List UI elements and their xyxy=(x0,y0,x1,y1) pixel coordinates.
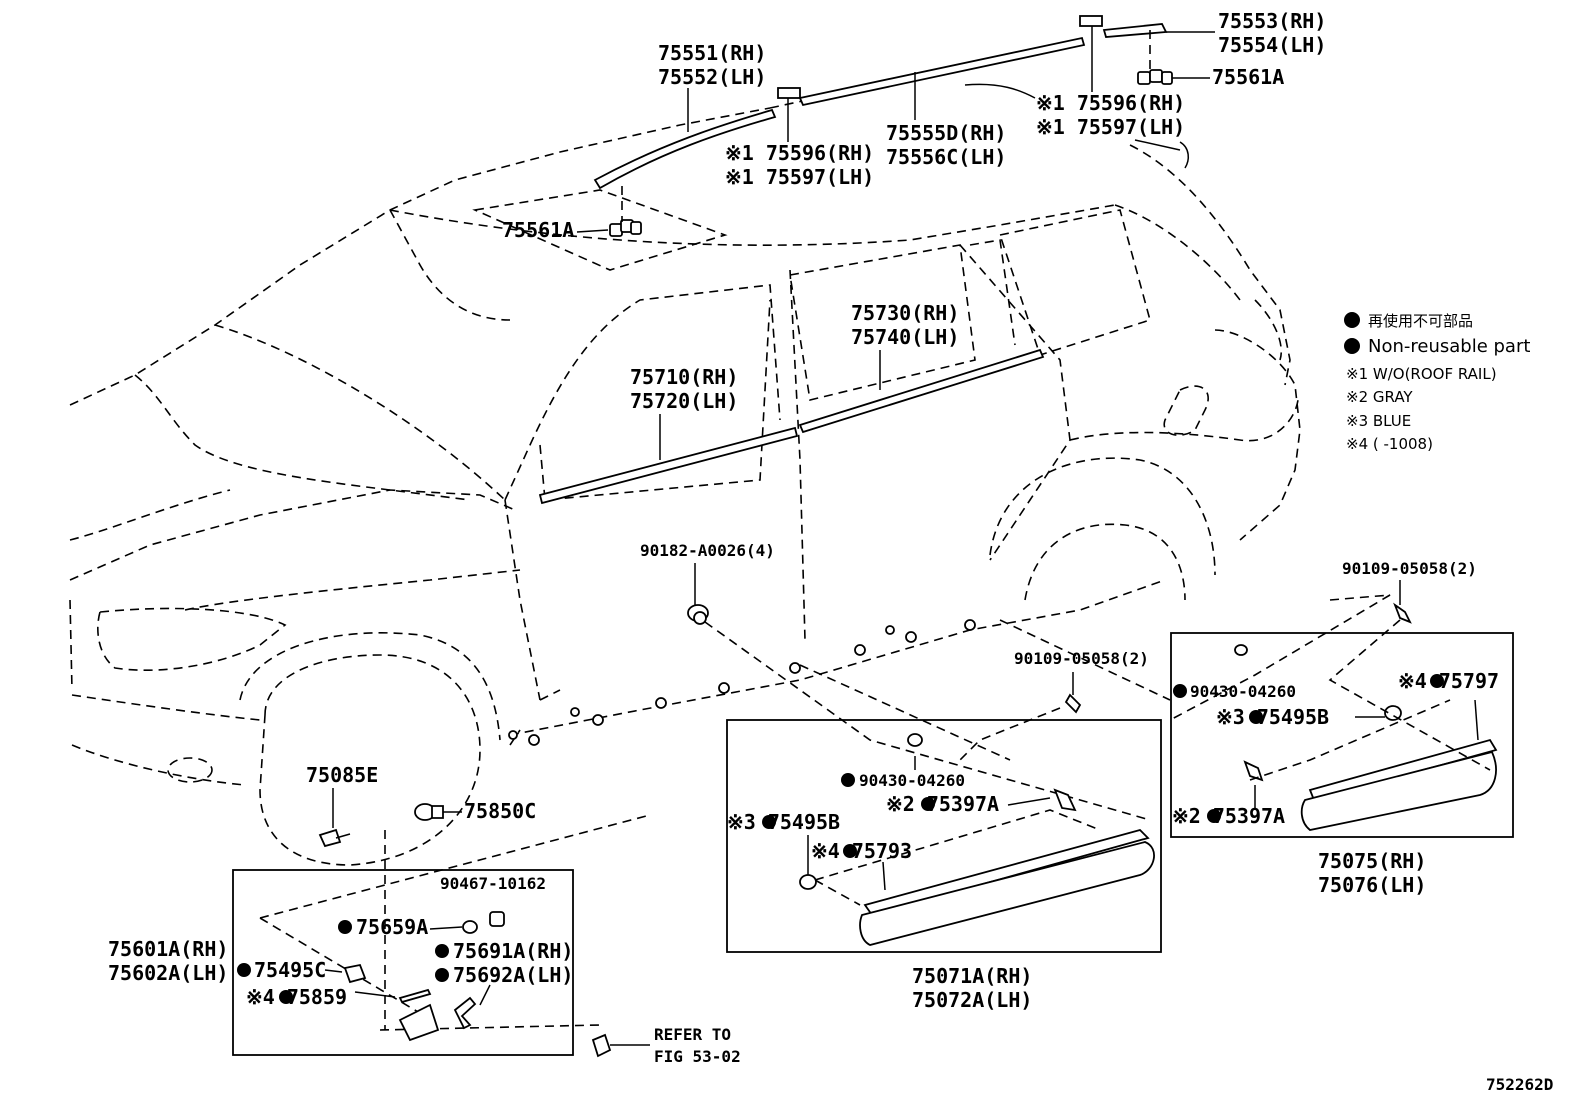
fender-bracket-icon xyxy=(453,996,477,1030)
fender-pad-icon xyxy=(398,988,432,1004)
label-pad-mid: ※4 75793 xyxy=(811,839,912,863)
screw-rear-icon xyxy=(1393,602,1412,624)
label-roof-molding-rear-lh: 75554(LH) xyxy=(1218,33,1326,57)
label-rocker-front-lh: 75072A(LH) xyxy=(912,988,1032,1012)
clip-blue-mid-icon xyxy=(799,874,817,890)
legend-note-1: ※1 W/O(ROOF RAIL) xyxy=(1346,365,1497,383)
label-fender-clip: 75850C xyxy=(464,799,536,823)
label-fender-pad: ※4 75859 xyxy=(246,985,347,1009)
fender-seal-icon xyxy=(462,920,478,934)
screw-90182-icon xyxy=(687,604,709,625)
roof-clip-front-icon xyxy=(609,219,642,237)
label-rocker-rear-rh: 75075(RH) xyxy=(1318,849,1426,873)
label-front-door-belt-lh: 75720(LH) xyxy=(630,389,738,413)
label-refer-1: REFER TO xyxy=(654,1025,731,1044)
rocker-clip-holes xyxy=(508,619,976,746)
fender-clip-bolt-icon xyxy=(318,828,351,848)
label-screw-rocker: 90182-A0026(4) xyxy=(640,541,775,560)
label-roof-molding-center-rh: 75555D(RH) xyxy=(886,121,1006,145)
legend-non-reusable-en: Non-reusable part xyxy=(1368,336,1530,357)
label-washer-mid: 90430-04260 xyxy=(859,771,965,790)
fender-box xyxy=(232,869,574,1056)
label-clip-gray-rear: ※2 75397A xyxy=(1172,804,1285,828)
label-clip-blue-mid: ※3 75495B xyxy=(727,810,840,834)
label-roof-molding-center-lh: 75556C(LH) xyxy=(886,145,1006,169)
fender-piece-icon xyxy=(398,1003,440,1042)
rocker-rear-box xyxy=(1170,632,1514,838)
label-roof-cover-rear-1: ※1 75596(RH) xyxy=(1036,91,1185,115)
callout-labels: 75551(RH) 75552(LH) 75553(RH) 75554(LH) … xyxy=(108,9,1553,1094)
roof-cover-rear xyxy=(1079,15,1103,27)
roof-molding-rear xyxy=(1102,23,1168,38)
fender-nut-icon xyxy=(489,911,505,927)
fender-clip-icon xyxy=(414,803,444,821)
roof-molding-front xyxy=(593,108,777,190)
label-screw-rear: 90109-05058(2) xyxy=(1342,559,1477,578)
roof-cover-front xyxy=(777,87,801,99)
roof-moldings xyxy=(593,15,1190,190)
clip-gray-mid-icon xyxy=(1053,788,1077,812)
label-roof-molding-front-rh: 75551(RH) xyxy=(658,41,766,65)
label-roof-clip-front: 75561A xyxy=(502,218,574,242)
label-rear-door-belt-lh: 75740(LH) xyxy=(851,325,959,349)
label-fender-clip-bolt: 75085E xyxy=(306,763,378,787)
clip-blue-rear-icon xyxy=(1384,705,1402,721)
label-fender-bracket-lh: 75692A(LH) xyxy=(453,963,573,987)
label-fender-piece-lh: 75602A(LH) xyxy=(108,961,228,985)
washer-mid-icon xyxy=(907,733,923,747)
legend-non-reusable-jp: 再使用不可部品 xyxy=(1368,312,1473,330)
rocker-rear-molding xyxy=(1300,738,1498,831)
label-front-door-belt-rh: 75710(RH) xyxy=(630,365,738,389)
rocker-front-molding xyxy=(859,828,1155,946)
label-rocker-front-rh: 75071A(RH) xyxy=(912,964,1032,988)
label-screw-mid: 90109-05058(2) xyxy=(1014,649,1149,668)
label-clip-blue-rear: ※3 75495B xyxy=(1216,705,1329,729)
refer-clip-icon xyxy=(591,1033,612,1058)
washer-rear-icon xyxy=(1234,644,1248,656)
label-fender-bracket-rh: 75691A(RH) xyxy=(453,939,573,963)
label-clip-gray-mid: ※2 75397A xyxy=(886,792,999,816)
belt-moldings xyxy=(538,348,1045,505)
fender-clip-c-icon xyxy=(343,963,367,984)
label-fender-clip-c: 75495C xyxy=(254,958,326,982)
roof-clip-rear-icon xyxy=(1137,69,1173,85)
label-roof-cover-front-2: ※1 75597(LH) xyxy=(725,165,874,189)
legend-note-3: ※3 BLUE xyxy=(1346,412,1411,430)
legend-note-4: ※4 ( -1008) xyxy=(1346,435,1433,453)
label-fender-piece-rh: 75601A(RH) xyxy=(108,937,228,961)
label-roof-molding-front-lh: 75552(LH) xyxy=(658,65,766,89)
legend-note-2: ※2 GRAY xyxy=(1346,388,1413,406)
rocker-mid-box xyxy=(726,719,1162,953)
screw-mid-icon xyxy=(1064,693,1082,714)
label-roof-cover-front-1: ※1 75596(RH) xyxy=(725,141,874,165)
label-fender-seal: 75659A xyxy=(356,915,428,939)
label-roof-molding-rear-rh: 75553(RH) xyxy=(1218,9,1326,33)
rear-door-belt-molding xyxy=(798,348,1045,434)
label-roof-cover-rear-2: ※1 75597(LH) xyxy=(1036,115,1185,139)
front-door-belt-molding xyxy=(538,426,799,505)
clip-gray-rear-icon xyxy=(1243,760,1264,782)
label-pad-rear: ※4 75797 xyxy=(1398,669,1499,693)
label-rocker-rear-lh: 75076(LH) xyxy=(1318,873,1426,897)
diagram-id: 752262D xyxy=(1486,1075,1553,1094)
roof-molding-center xyxy=(798,36,1086,107)
label-fender-nut: 90467-10162 xyxy=(440,874,546,893)
legend: 再使用不可部品 Non-reusable part ※1 W/O(ROOF RA… xyxy=(1344,312,1530,453)
label-washer-rear: 90430-04260 xyxy=(1190,682,1296,701)
label-roof-clip-rear: 75561A xyxy=(1212,65,1284,89)
label-rear-door-belt-rh: 75730(RH) xyxy=(851,301,959,325)
label-refer-2: FIG 53-02 xyxy=(654,1047,741,1066)
vehicle-outline xyxy=(69,44,1301,866)
